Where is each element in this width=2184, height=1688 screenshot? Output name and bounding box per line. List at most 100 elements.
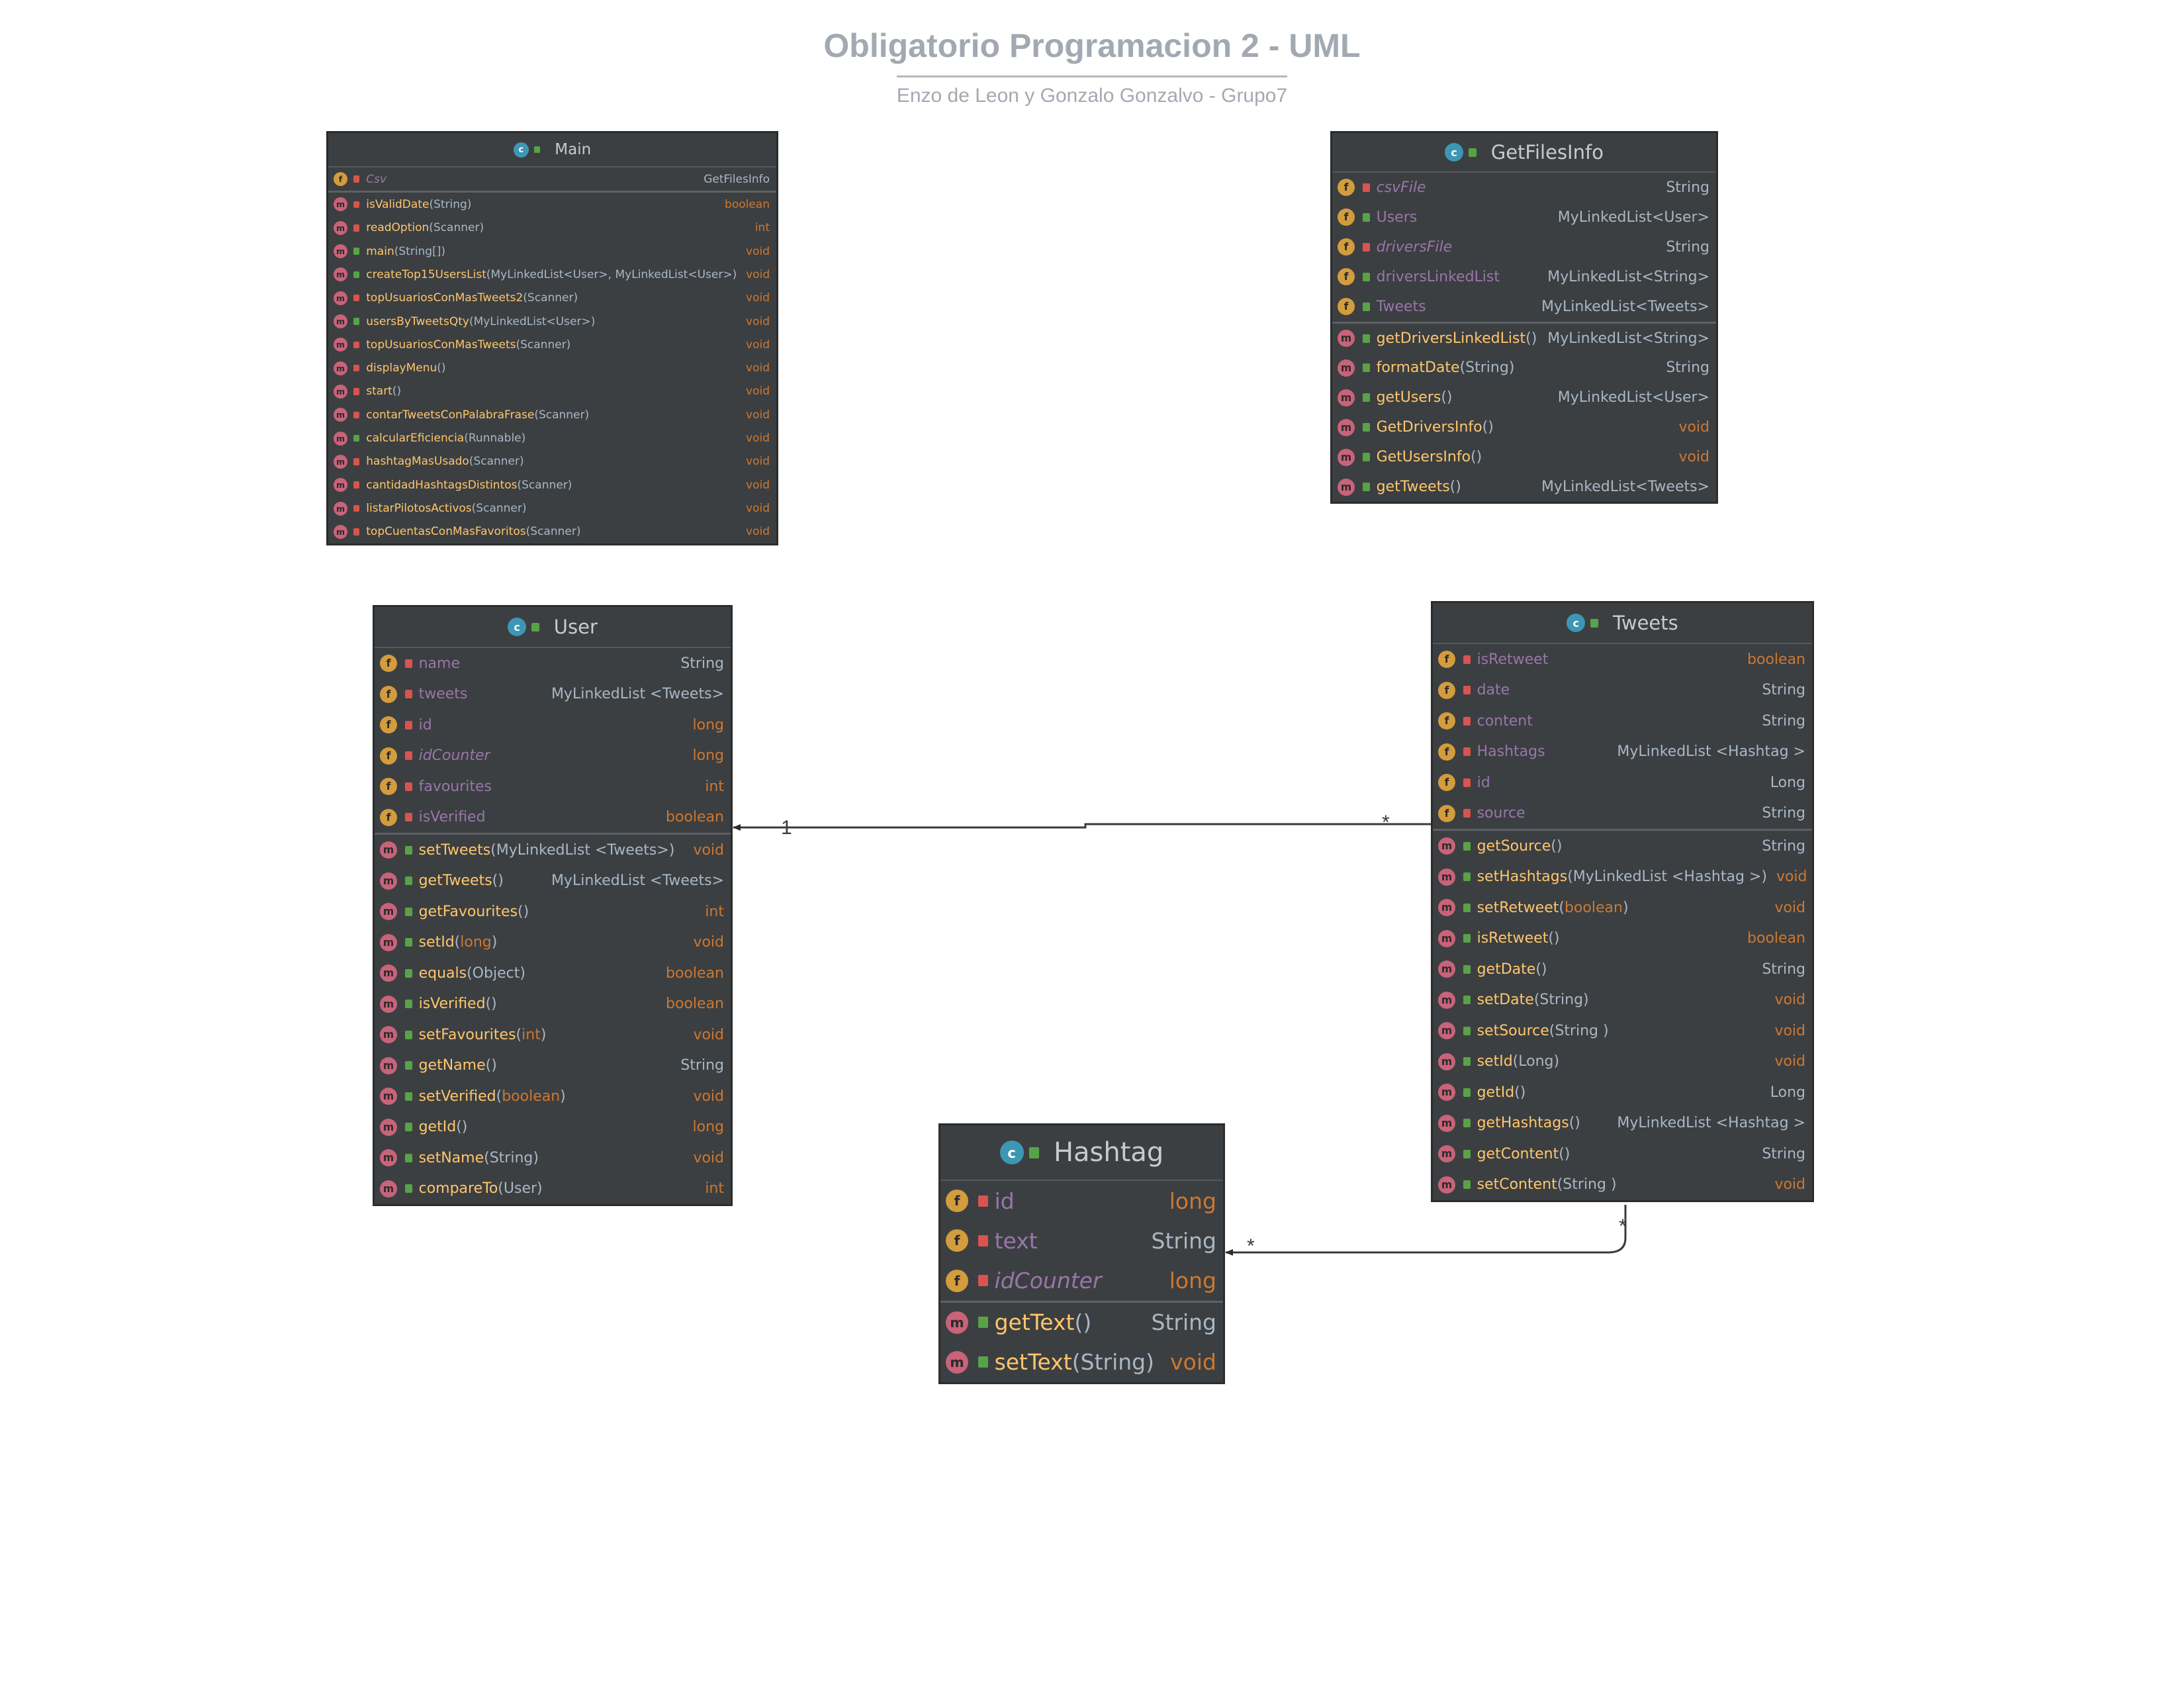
method-params: (Runnable): [464, 432, 526, 445]
member-type: void: [1678, 449, 1709, 466]
member-type: void: [746, 314, 770, 328]
member-type: void: [746, 478, 770, 492]
lock-icon: [978, 1235, 988, 1246]
method-icon: m: [1338, 389, 1355, 406]
field-icon: f: [1438, 804, 1455, 822]
class-icon: c: [508, 618, 527, 636]
lock-icon: [353, 364, 360, 372]
member-type: boolean: [666, 996, 724, 1013]
method-icon: m: [334, 454, 347, 469]
field-icon: f: [380, 655, 397, 673]
method-name: start: [366, 385, 392, 399]
method-name: getContent: [1477, 1145, 1559, 1162]
lock-icon: [1463, 778, 1471, 787]
member-type: int: [705, 1180, 724, 1197]
lock-open-icon: [1362, 453, 1370, 462]
field-icon: f: [380, 685, 397, 703]
method-icon: m: [334, 291, 347, 305]
member-type: int: [754, 221, 770, 235]
member-type: boolean: [1747, 930, 1805, 947]
member-type: boolean: [666, 964, 724, 982]
member-type: String: [680, 1057, 724, 1074]
method-name: setRetweet: [1477, 899, 1559, 916]
field-name: date: [1477, 682, 1510, 699]
member-type: String: [1151, 1227, 1216, 1254]
